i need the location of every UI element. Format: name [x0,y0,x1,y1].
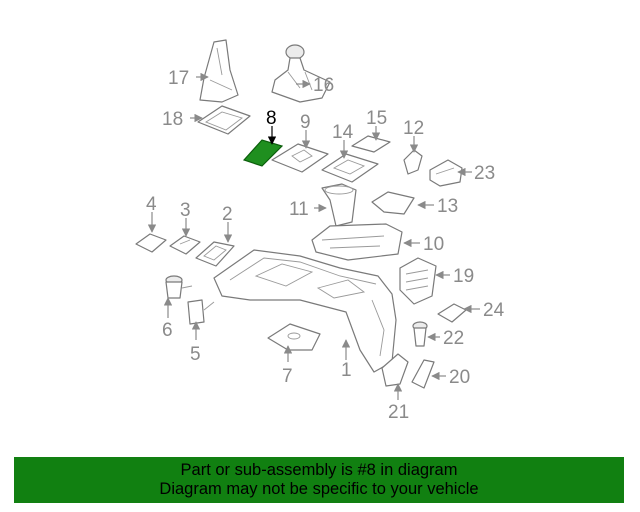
part-14-trim-plate[interactable] [321,153,379,183]
part-12-clip[interactable] [403,149,423,175]
part-15-pad[interactable] [351,135,391,153]
callout-labels: 17 16 18 8 9 14 15 12 23 13 11 10 4 3 2 … [146,68,505,423]
part-6-connector[interactable] [165,275,193,299]
part-21-bracket[interactable] [381,353,409,387]
banner-line-part: Part or sub-assembly is #8 in diagram [180,461,458,479]
callout-22[interactable]: 22 [443,328,464,349]
part-1-center-console[interactable] [213,249,397,373]
part-17-shift-boot[interactable] [199,39,239,103]
part-11-cup-holder[interactable] [321,183,357,227]
part-7-bracket[interactable] [267,323,321,351]
part-5-connector[interactable] [187,299,215,325]
callout-2[interactable]: 2 [222,204,233,225]
part-19-vent[interactable] [399,257,437,305]
part-18-storage-tray[interactable] [197,105,251,135]
callout-9[interactable]: 9 [300,112,311,133]
callout-1[interactable]: 1 [341,360,352,381]
callout-17[interactable]: 17 [168,68,189,89]
callout-15[interactable]: 15 [366,108,387,129]
part-16-shift-knob[interactable] [271,44,331,103]
part-20-panel[interactable] [411,359,435,389]
part-24-switch[interactable] [437,303,467,323]
callout-14[interactable]: 14 [332,122,354,143]
part-3-cover[interactable] [169,235,201,255]
part-4-cover[interactable] [135,233,167,253]
callout-12[interactable]: 12 [403,118,424,139]
callout-20[interactable]: 20 [449,367,470,388]
callout-7[interactable]: 7 [282,366,293,387]
callout-10[interactable]: 10 [423,234,444,255]
callout-21[interactable]: 21 [388,402,409,423]
part-9-shifter-bezel[interactable] [271,143,329,173]
callout-13[interactable]: 13 [437,196,458,217]
callout-4[interactable]: 4 [146,194,157,215]
callout-11[interactable]: 11 [289,199,309,220]
part-13-panel[interactable] [371,191,415,215]
callout-3[interactable]: 3 [180,200,191,221]
callout-8[interactable]: 8 [266,108,277,129]
part-23-switch[interactable] [429,159,463,187]
banner-line-disclaimer: Diagram may not be specific to your vehi… [159,480,479,498]
callout-5[interactable]: 5 [190,344,201,365]
part-10-armrest[interactable] [311,223,403,261]
part-22-power-socket[interactable] [412,321,428,347]
callout-16[interactable]: 16 [313,75,334,96]
callout-24[interactable]: 24 [483,300,505,321]
callout-19[interactable]: 19 [453,266,474,287]
callout-18[interactable]: 18 [162,109,183,130]
info-banner: Part or sub-assembly is #8 in diagram Di… [14,457,624,503]
callout-6[interactable]: 6 [162,320,173,341]
callout-23[interactable]: 23 [474,163,495,184]
leader-lines [147,72,480,400]
part-8-highlighted[interactable] [242,139,284,167]
part-2-tray[interactable] [195,241,235,267]
